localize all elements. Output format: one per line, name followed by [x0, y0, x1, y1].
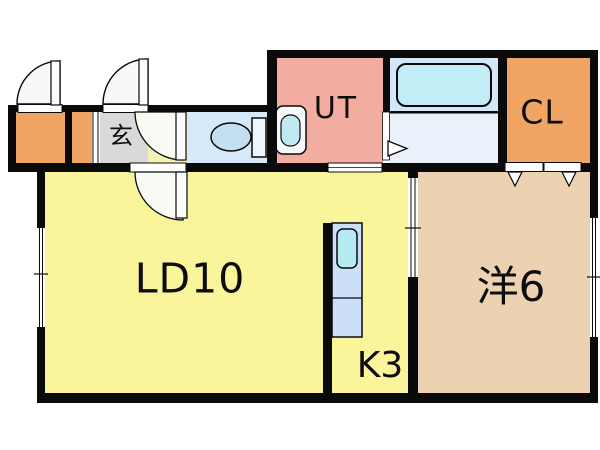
bathroom-door-arrow-icon — [387, 140, 409, 157]
wall — [65, 112, 72, 163]
wall — [186, 163, 328, 172]
entry-closet-swing-door — [16, 60, 61, 106]
wall — [148, 105, 277, 112]
bathtub-icon — [396, 63, 492, 107]
ld-door-opening — [129, 162, 187, 173]
closet-label: CL — [520, 92, 564, 132]
western-room — [418, 172, 590, 393]
living-dining-label: LD10 — [134, 254, 246, 303]
wall — [590, 50, 598, 218]
shoe-closet-room — [72, 112, 93, 163]
wall — [8, 105, 16, 172]
wall — [62, 105, 103, 112]
wall — [8, 163, 130, 172]
entry-closet-door-opening — [17, 104, 63, 113]
closet-room — [507, 58, 590, 163]
wall — [37, 327, 45, 403]
toilet-tank-icon — [251, 117, 267, 158]
closet-sliding-door-right — [543, 162, 582, 172]
closet-door-arrow-icon — [507, 171, 523, 188]
wall — [383, 58, 390, 112]
entry-closet-room — [16, 112, 65, 163]
entrance-swing-door — [102, 58, 149, 106]
wall — [408, 163, 418, 178]
entrance-inner-swing-door — [134, 111, 187, 161]
window-western-east — [587, 218, 600, 337]
entrance-label: 玄 — [109, 122, 133, 150]
ld-swing-door — [134, 171, 188, 221]
toilet-bowl-icon — [210, 122, 252, 152]
wall — [323, 223, 332, 393]
closet-door-arrow-icon — [561, 171, 577, 188]
window-ld-west — [34, 228, 48, 327]
western-room-label: 洋6 — [476, 262, 546, 311]
wall — [37, 393, 598, 403]
kitchen-sink-icon — [336, 228, 358, 269]
utility-label: UT — [313, 91, 359, 126]
wash-basin-bowl-icon — [280, 114, 301, 147]
closet-divider-door — [92, 112, 99, 163]
wall — [382, 163, 505, 172]
sliding-opening-kitchen-western — [405, 178, 421, 277]
wall — [498, 58, 507, 163]
closet-sliding-door-left — [504, 162, 544, 172]
wall — [580, 163, 598, 172]
bath-step-line — [390, 111, 498, 114]
entrance-door-opening — [102, 104, 149, 113]
wall — [267, 50, 598, 58]
kitchen-label: K3 — [356, 345, 404, 386]
sliding-door-utility — [327, 162, 383, 173]
wall — [267, 50, 277, 172]
wall — [408, 277, 418, 393]
wall — [590, 337, 598, 403]
wall — [37, 163, 45, 228]
bathroom-door — [382, 111, 390, 161]
